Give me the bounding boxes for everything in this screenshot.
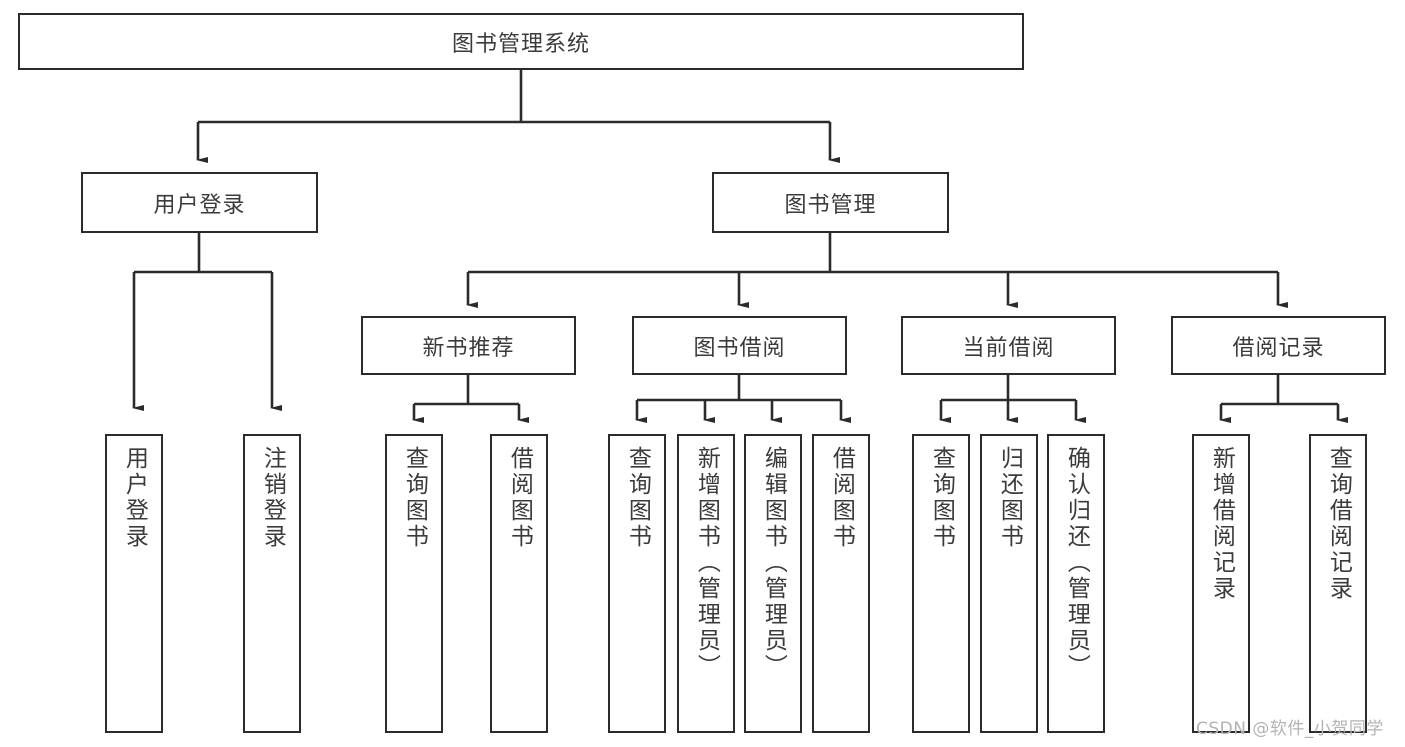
node-leaf-query-book-2-label: 查询图书	[624, 446, 651, 550]
node-book-borrow-label: 图书借阅	[693, 335, 786, 361]
node-leaf-borrow-book-2-label: 借阅图书	[828, 446, 855, 550]
node-leaf-borrow-book-2[interactable]: 借阅图书	[812, 434, 870, 733]
node-leaf-confirm-return-label: 确认归还（管理员）	[1063, 446, 1090, 680]
node-leaf-logout[interactable]: 注销登录	[243, 434, 301, 733]
node-leaf-return-book[interactable]: 归还图书	[980, 434, 1038, 733]
node-leaf-query-book-1-label: 查询图书	[401, 446, 428, 550]
node-leaf-user-login[interactable]: 用户登录	[105, 434, 163, 733]
node-root[interactable]: 图书管理系统	[18, 13, 1024, 70]
node-root-label: 图书管理系统	[451, 31, 590, 57]
node-book-borrow[interactable]: 图书借阅	[632, 316, 847, 375]
node-book-management[interactable]: 图书管理	[712, 172, 949, 233]
node-leaf-edit-book-label: 编辑图书（管理员）	[760, 446, 787, 680]
node-borrow-record-label: 借阅记录	[1232, 335, 1325, 361]
node-user-login[interactable]: 用户登录	[81, 172, 318, 233]
node-leaf-return-book-label: 归还图书	[996, 446, 1023, 550]
node-leaf-edit-book[interactable]: 编辑图书（管理员）	[744, 434, 802, 733]
node-current-borrow-label: 当前借阅	[962, 335, 1055, 361]
node-new-book-recommend-label: 新书推荐	[422, 335, 515, 361]
node-leaf-user-login-label: 用户登录	[121, 446, 148, 550]
node-leaf-query-record[interactable]: 查询借阅记录	[1309, 434, 1367, 733]
node-user-login-label: 用户登录	[153, 192, 246, 218]
node-leaf-query-book-1[interactable]: 查询图书	[385, 434, 443, 733]
node-leaf-confirm-return[interactable]: 确认归还（管理员）	[1047, 434, 1105, 733]
node-leaf-logout-label: 注销登录	[259, 446, 286, 550]
node-leaf-add-record[interactable]: 新增借阅记录	[1192, 434, 1250, 733]
node-leaf-query-book-3-label: 查询图书	[928, 446, 955, 550]
node-new-book-recommend[interactable]: 新书推荐	[361, 316, 576, 375]
node-leaf-query-book-3[interactable]: 查询图书	[912, 434, 970, 733]
node-leaf-borrow-book-1-label: 借阅图书	[506, 446, 533, 550]
node-leaf-add-record-label: 新增借阅记录	[1208, 446, 1235, 602]
node-borrow-record[interactable]: 借阅记录	[1171, 316, 1386, 375]
node-current-borrow[interactable]: 当前借阅	[901, 316, 1116, 375]
node-leaf-query-book-2[interactable]: 查询图书	[608, 434, 666, 733]
node-leaf-query-record-label: 查询借阅记录	[1325, 446, 1352, 602]
node-book-management-label: 图书管理	[784, 192, 877, 218]
node-leaf-add-book[interactable]: 新增图书（管理员）	[677, 434, 735, 733]
node-leaf-borrow-book-1[interactable]: 借阅图书	[490, 434, 548, 733]
node-leaf-add-book-label: 新增图书（管理员）	[693, 446, 720, 680]
csdn-watermark: CSDN @软件_小贺同学	[1196, 719, 1384, 739]
